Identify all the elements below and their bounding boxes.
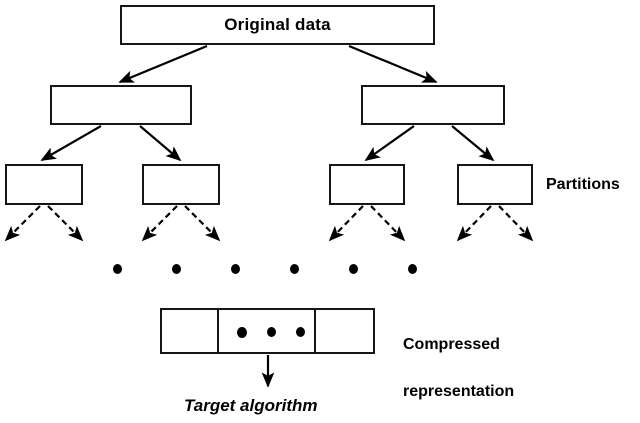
ellipsis-dot (172, 264, 181, 274)
dashed-arrow-p4-left (456, 205, 492, 242)
arrow-original-to-left (118, 44, 208, 84)
ellipsis-dot (408, 264, 417, 274)
level2-box-right[interactable] (361, 85, 505, 125)
ellipsis-dot (290, 264, 299, 274)
compressed-representation-label: Compressed representation (403, 310, 514, 423)
dashed-arrow-p2-right (184, 205, 221, 242)
ellipsis-dot-row (113, 262, 417, 276)
compressed-inner-dot (237, 327, 247, 338)
arrow-left-to-p1 (40, 125, 102, 161)
compressed-inner-dot (267, 327, 276, 337)
ellipsis-dot (113, 264, 122, 274)
arrow-left-to-p2 (139, 125, 182, 162)
compressed-label-line-2: representation (403, 382, 515, 400)
partition-box-4[interactable] (457, 164, 533, 205)
arrow-right-to-p4 (451, 125, 495, 162)
level2-box-left[interactable] (50, 85, 192, 125)
dashed-arrow-p3-left (328, 205, 364, 242)
partition-box-2[interactable] (142, 164, 220, 205)
target-algorithm-label: Target algorithm (184, 396, 318, 415)
original-data-box[interactable]: Original data (120, 5, 435, 45)
compressed-label-line-1: Compressed (403, 336, 500, 354)
dashed-arrow-p2-left (141, 205, 178, 242)
compressed-inner-dot (296, 327, 305, 337)
arrow-original-to-right (348, 44, 438, 84)
compressed-cell-divider-1 (217, 310, 219, 352)
arrow-right-to-p3 (364, 125, 415, 162)
dashed-arrow-p4-right (498, 205, 534, 242)
ellipsis-dot (349, 264, 358, 274)
ellipsis-dot (231, 264, 240, 274)
dashed-arrow-p3-right (370, 205, 406, 242)
compressed-cell-divider-2 (314, 310, 316, 352)
dashed-arrow-p1-left (4, 205, 41, 242)
compressed-representation-box[interactable] (160, 308, 375, 354)
partitions-label: Partitions (546, 176, 620, 193)
original-data-label: Original data (224, 15, 331, 34)
partition-box-1[interactable] (5, 164, 83, 205)
dashed-arrow-p1-right (47, 205, 84, 242)
partition-box-3[interactable] (329, 164, 405, 205)
